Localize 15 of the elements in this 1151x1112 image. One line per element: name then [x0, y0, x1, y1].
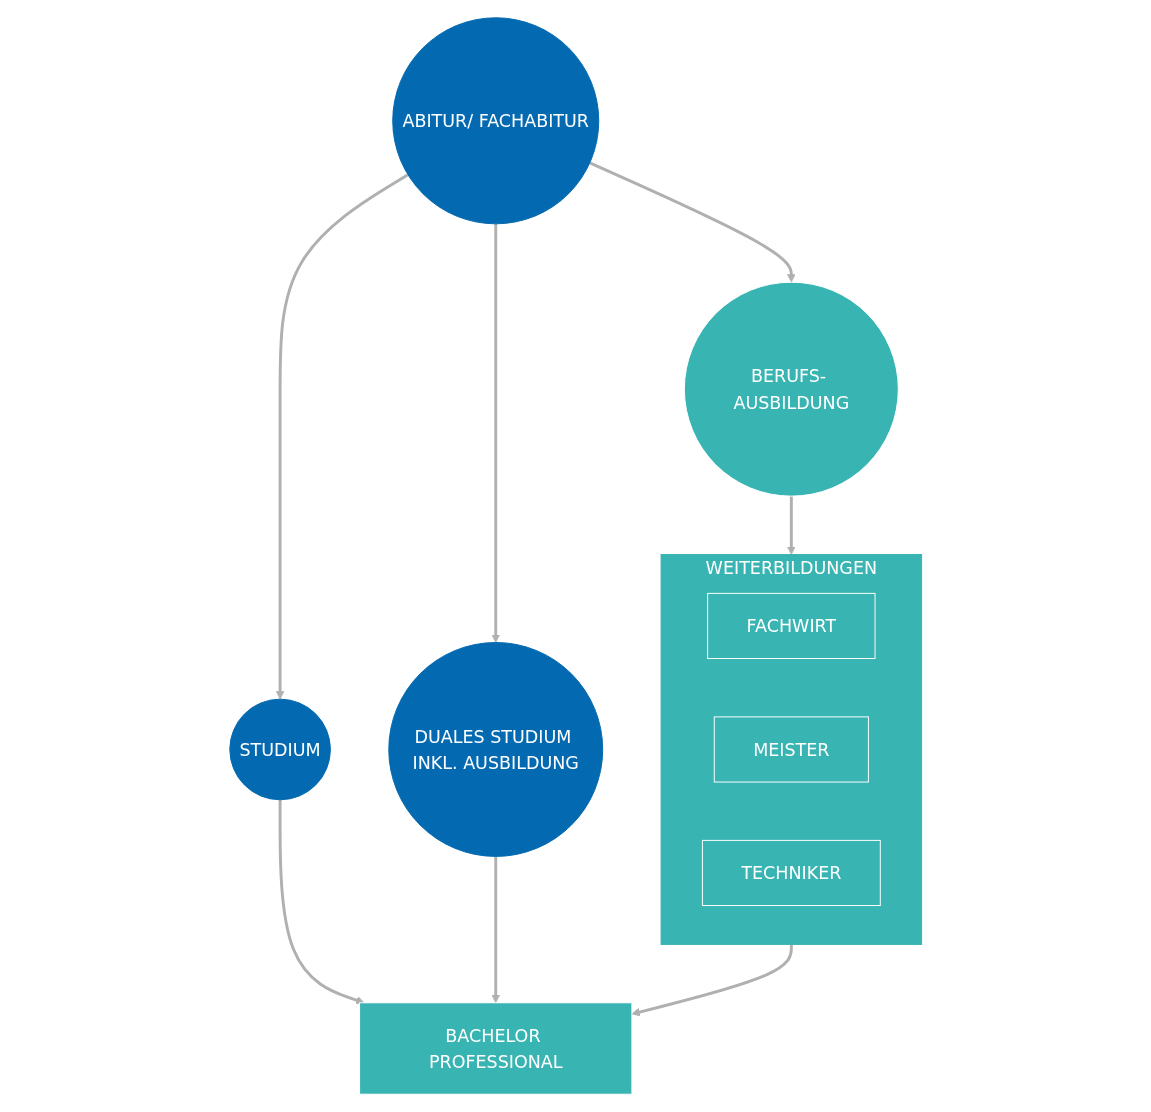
node-box: FACHWIRT — [706, 592, 876, 660]
node-circle: STUDIUM — [229, 698, 331, 801]
node-circle: DUALES STUDIUM INKL. AUSBILDUNG — [388, 642, 603, 857]
node-circle: BERUFS- AUSBILDUNG — [683, 281, 899, 497]
node-box: MEISTER — [713, 716, 869, 783]
arrow — [631, 944, 793, 1017]
arrow — [491, 223, 500, 643]
node-circle: ABITUR/ FACHABITUR — [392, 17, 600, 225]
arrow — [491, 856, 500, 1004]
arrow — [278, 799, 365, 1005]
arrow — [589, 161, 796, 283]
arrow — [275, 173, 409, 700]
arrow — [786, 496, 796, 555]
node-box: TECHNIKER — [701, 839, 881, 907]
node-box: BACHELOR PROFESSIONAL — [358, 1002, 633, 1095]
